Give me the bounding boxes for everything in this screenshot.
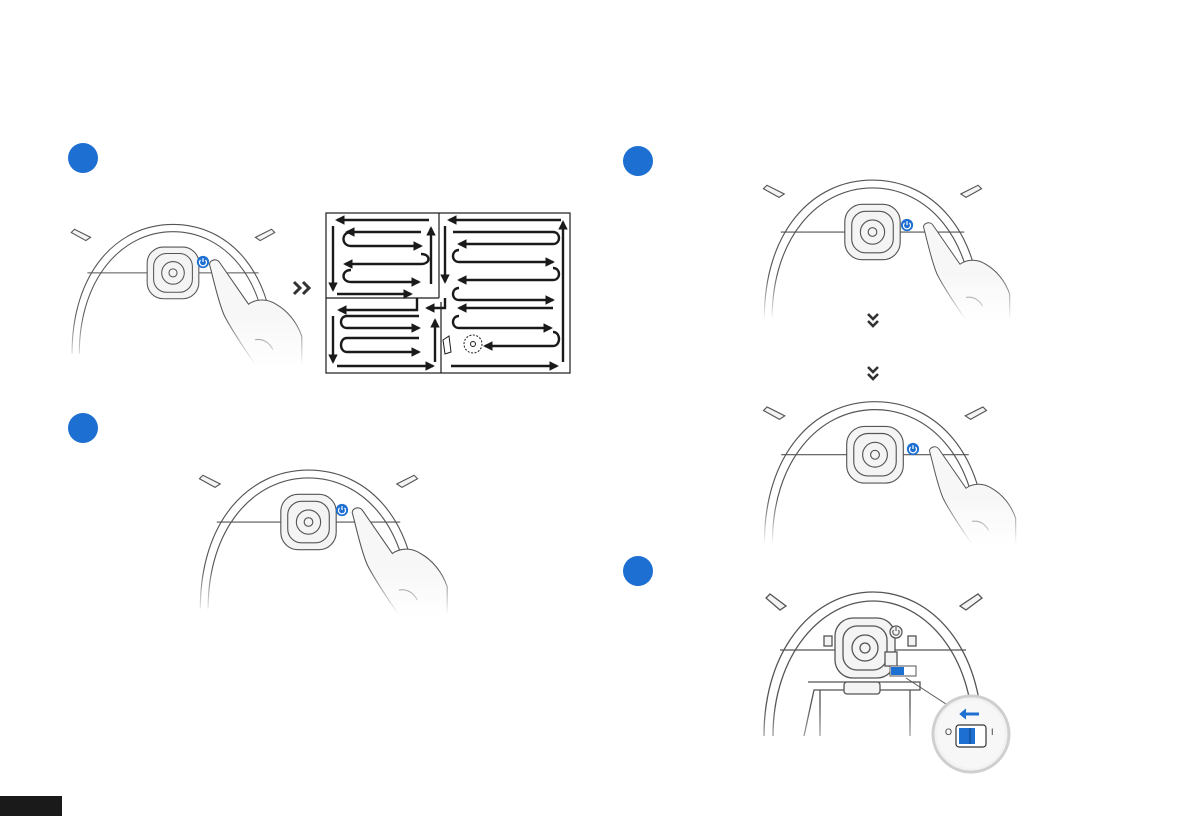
step-4-marker — [623, 556, 653, 586]
switch-off-label: O — [945, 727, 952, 737]
step-3-marker — [623, 146, 653, 176]
power-icon — [197, 256, 209, 268]
double-chevron-down-icon — [866, 312, 880, 330]
double-chevron-right-icon — [292, 280, 314, 296]
robot-main-switch-illustration — [760, 586, 1010, 774]
robot-power-press-illustration-4 — [760, 392, 1035, 544]
robot-power-press-illustration-3 — [760, 170, 1030, 320]
switch-on-label: I — [991, 727, 994, 737]
robot-power-press-illustration-2 — [196, 455, 460, 615]
double-chevron-down-icon — [866, 365, 880, 383]
cleaning-path-map — [325, 212, 571, 374]
power-icon — [907, 443, 919, 455]
robot-power-press-illustration-1 — [68, 205, 318, 365]
power-icon — [336, 504, 348, 516]
power-icon — [901, 219, 913, 231]
step-1-marker — [68, 143, 98, 173]
step-2-marker — [68, 413, 98, 443]
page-number — [0, 796, 62, 816]
